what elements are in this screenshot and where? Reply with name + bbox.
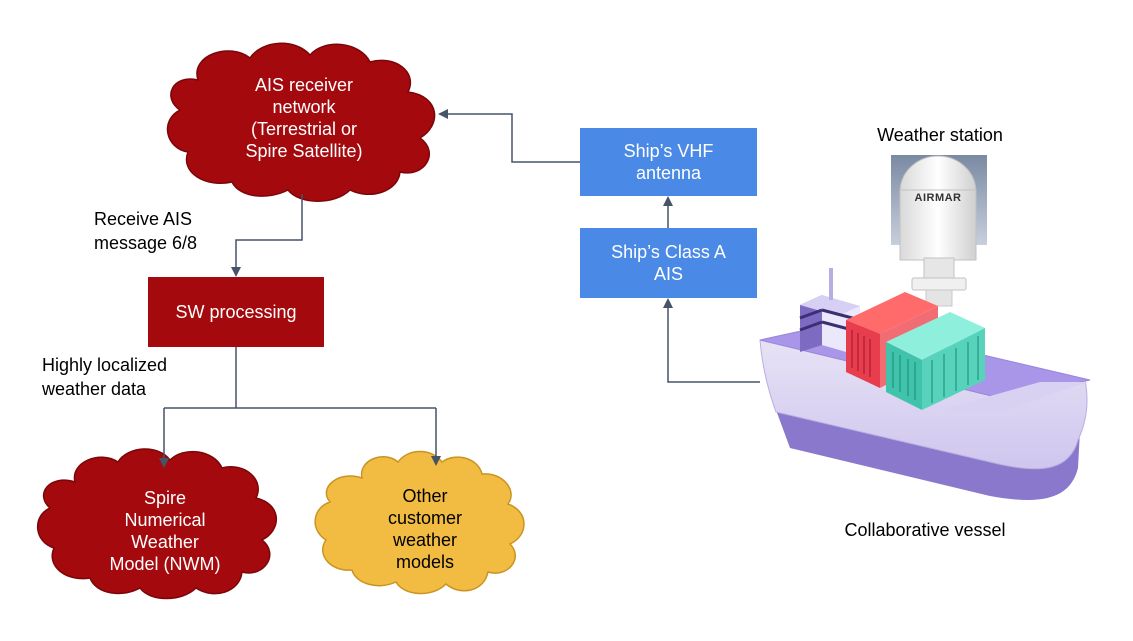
sw-processing-box bbox=[148, 277, 324, 347]
spire-nwm-label: Spire Numerical Weather Model (NWM) bbox=[109, 488, 221, 574]
ais-network-cloud bbox=[166, 42, 436, 202]
ais-network-label: AIS receiver network (Terrestrial or Spi… bbox=[245, 75, 363, 161]
airmar-logo: AIRMAR bbox=[914, 192, 962, 204]
other-models-label: Other customer weather models bbox=[387, 486, 463, 572]
weather-station-label: Weather station bbox=[877, 125, 1003, 145]
other-models-cloud bbox=[314, 450, 525, 595]
arrow-vhf-to-network bbox=[438, 109, 580, 163]
collaborative-vessel-label: Collaborative vessel bbox=[844, 520, 1006, 540]
arrow-network-to-sw bbox=[231, 194, 303, 277]
class-a-ais-label: Ship’s Class A AIS bbox=[611, 242, 726, 284]
spire-nwm-cloud bbox=[36, 448, 278, 600]
vhf-antenna-box bbox=[580, 128, 757, 196]
receive-ais-label: Receive AIS message 6/8 bbox=[94, 209, 198, 253]
weather-station-image bbox=[891, 155, 987, 307]
class-a-ais-box bbox=[580, 228, 757, 298]
collaborative-vessel-image bbox=[759, 268, 1091, 500]
localized-data-label: Highly localized weather data bbox=[42, 355, 168, 399]
arrow-vessel-to-ais bbox=[663, 298, 760, 383]
sw-processing-label: SW processing bbox=[175, 302, 297, 322]
vhf-antenna-label: Ship’s VHF antenna bbox=[623, 141, 714, 183]
line-sw-split bbox=[164, 347, 436, 409]
